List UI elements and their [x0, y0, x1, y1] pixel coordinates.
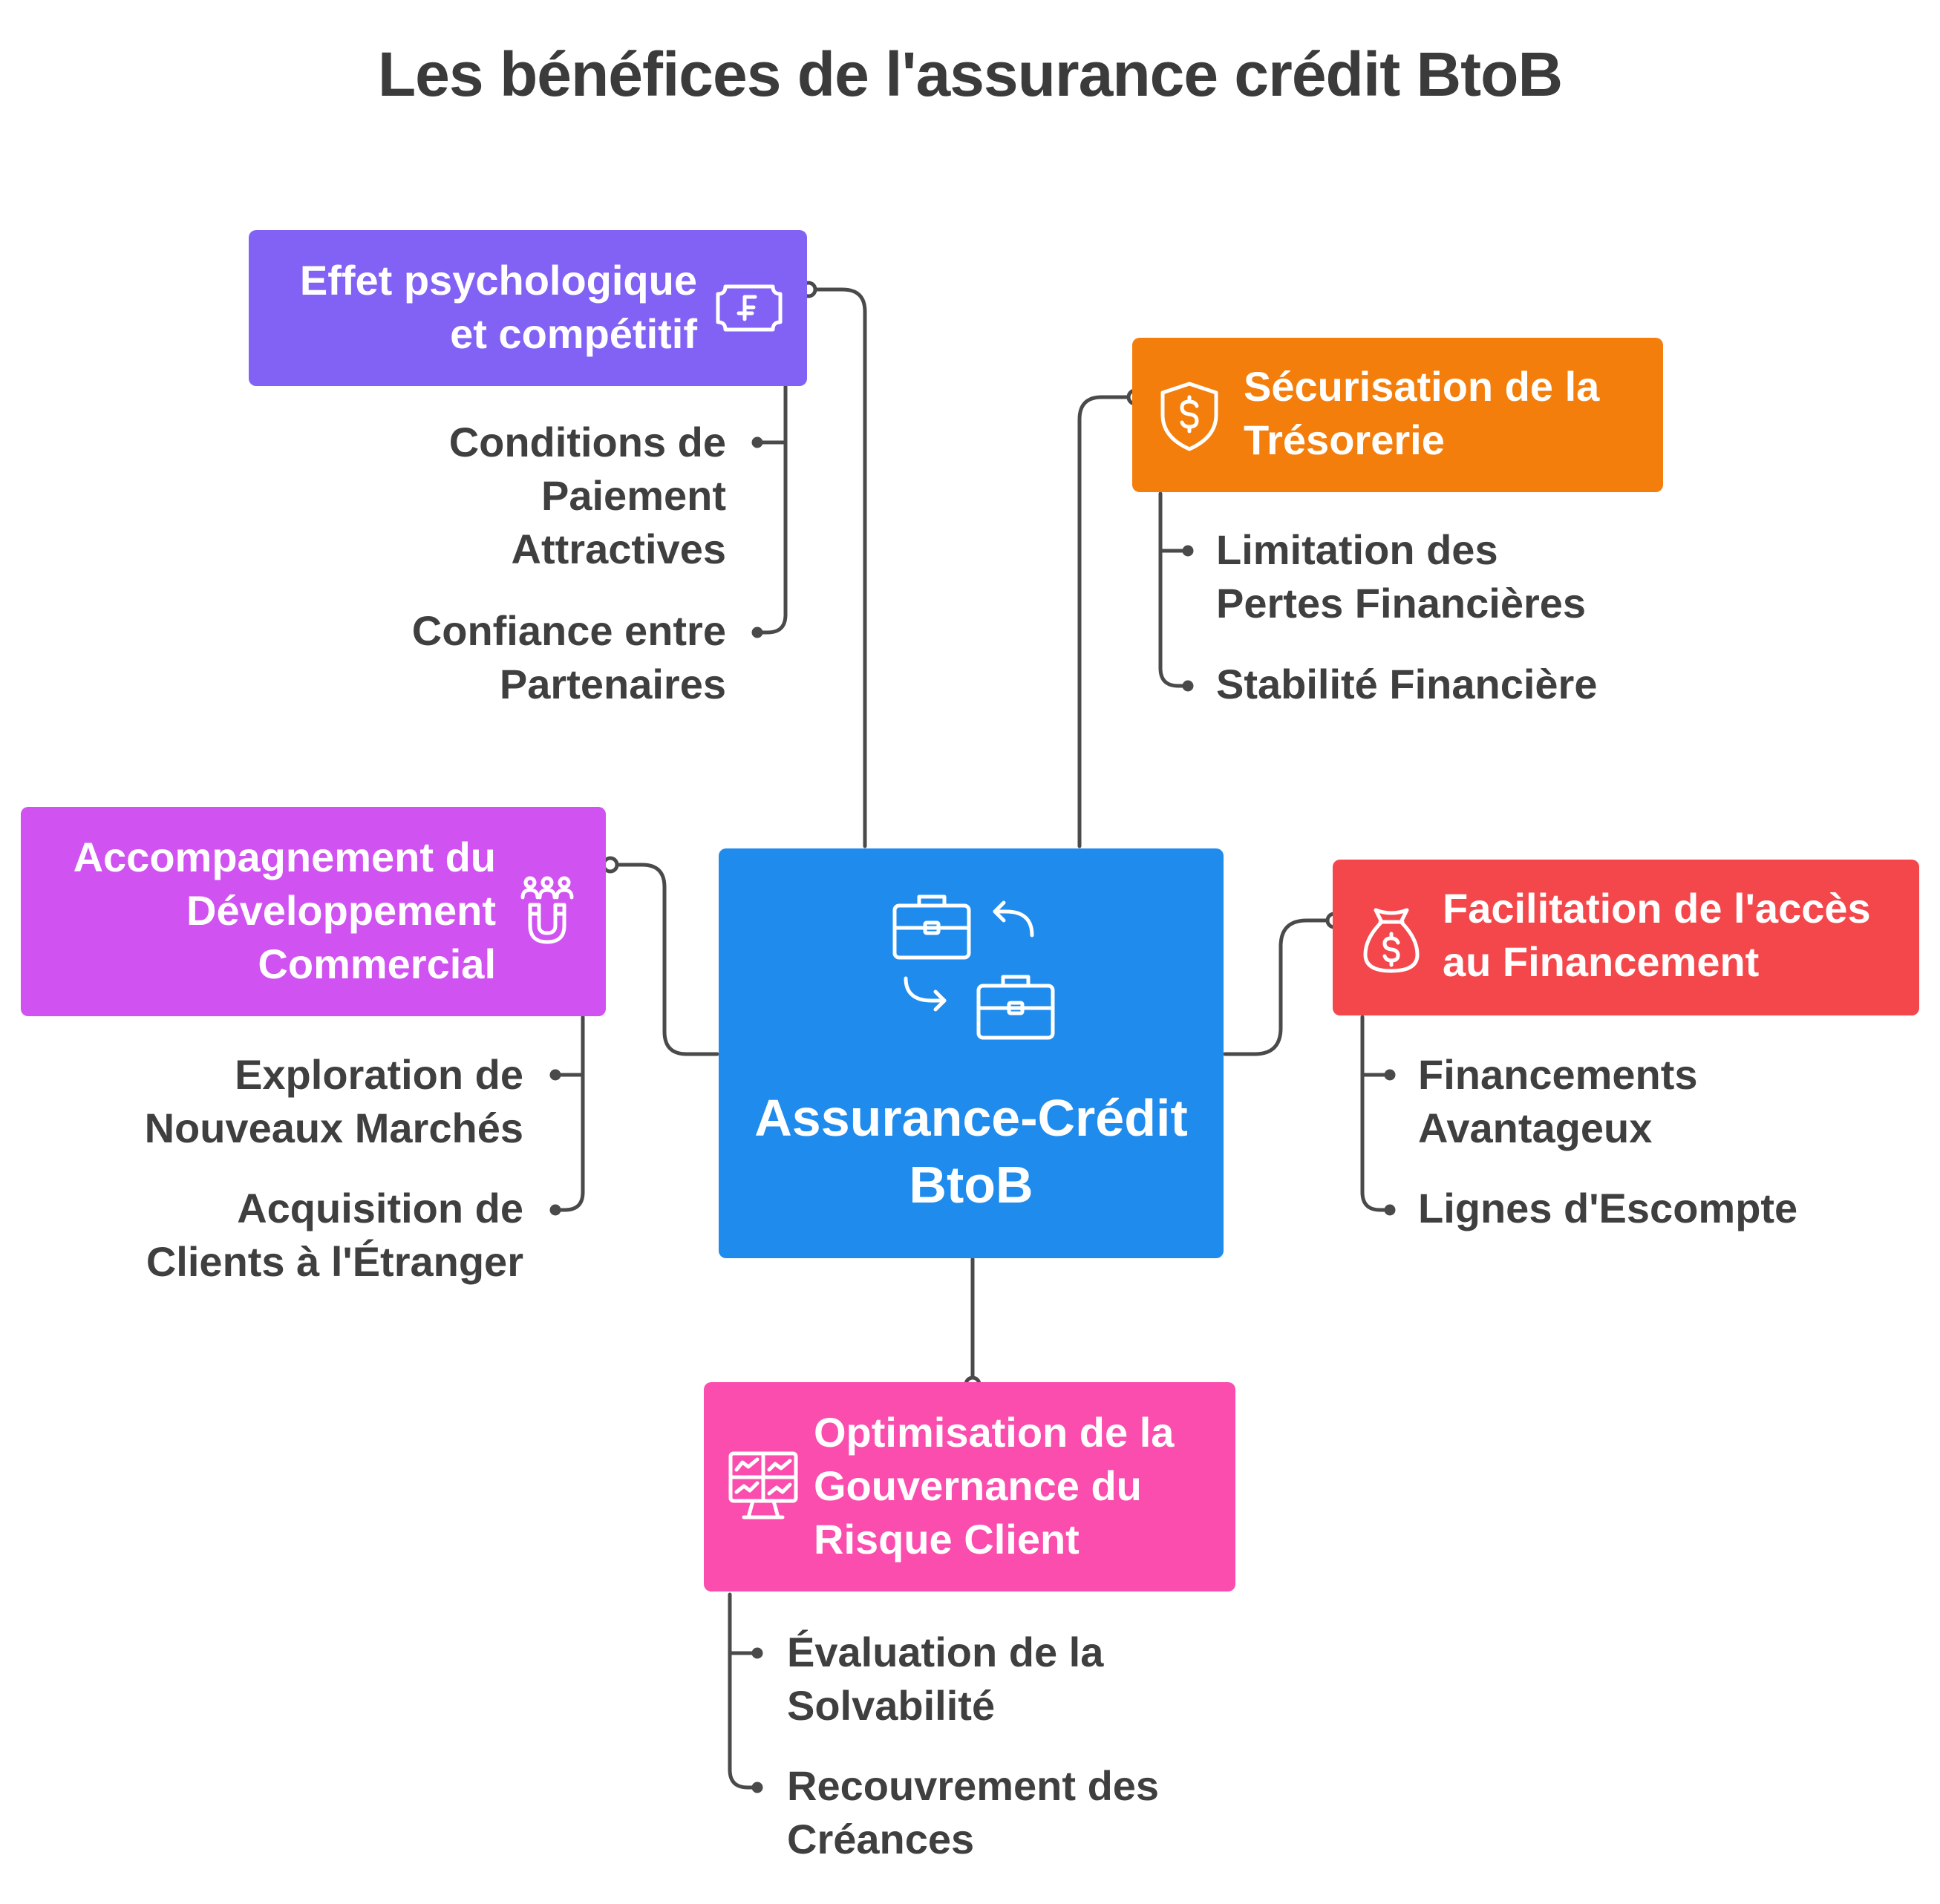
- branch-psychologique: Effet psychologique et compétitif: [249, 230, 807, 386]
- magnet-people-icon: [520, 876, 574, 944]
- currency-ticket-icon: [716, 284, 783, 332]
- connector-hub-tresorerie: [1077, 395, 1132, 848]
- leaf-conditions-line3: Attractives: [511, 526, 726, 572]
- leaf-bracket-developpement: [553, 1015, 585, 1212]
- branch-financement: Facilitation de l'accès au Financement: [1333, 860, 1919, 1015]
- hub-title-line2: BtoB: [909, 1156, 1033, 1214]
- connector-hub-psychologique: [811, 287, 867, 848]
- leaf-acquisition-line2: Clients à l'Étranger: [146, 1238, 523, 1285]
- branch-gouvernance: Optimisation de la Gouvernance du Risque…: [704, 1382, 1235, 1591]
- branch-financement-title-line1: Facilitation de l'accès: [1443, 885, 1871, 932]
- leaf-exploration-line2: Nouveaux Marchés: [144, 1105, 523, 1151]
- leaf-stabilite-line1: Stabilité Financière: [1216, 661, 1598, 707]
- branch-gouvernance-title-line3: Risque Client: [814, 1516, 1080, 1563]
- branch-psychologique-title-line2: et compétitif: [450, 310, 697, 357]
- leaf-limitation-line1: Limitation des: [1216, 526, 1498, 573]
- branch-gouvernance-title-line1: Optimisation de la: [814, 1409, 1175, 1456]
- page-title: Les bénéfices de l'assurance crédit BtoB: [377, 39, 1563, 109]
- shield-dollar-icon: [1160, 382, 1218, 451]
- leaf-limitation-line2: Pertes Financières: [1216, 580, 1587, 627]
- hub-node: Assurance-Crédit BtoB: [719, 848, 1224, 1258]
- leaf-confiance-line1: Confiance entre: [411, 607, 726, 654]
- leaf-acquisition-line1: Acquisition de: [237, 1185, 523, 1231]
- leaf-conditions-line2: Paiement: [541, 472, 726, 519]
- branch-financement-title-line2: au Financement: [1443, 938, 1760, 985]
- branch-developpement-title-line2: Développement: [186, 887, 496, 934]
- leaf-recouvrement-line2: Créances: [787, 1816, 975, 1862]
- hub-title-line1: Assurance-Crédit: [754, 1089, 1188, 1147]
- dashboard-monitor-icon: [728, 1451, 798, 1519]
- branch-tresorerie-title-line1: Sécurisation de la: [1244, 363, 1600, 410]
- briefcase-exchange-icon: [892, 894, 1055, 1040]
- branch-developpement-title-line1: Accompagnement du: [73, 834, 496, 880]
- leaf-evaluation-line2: Solvabilité: [787, 1682, 996, 1729]
- connector-hub-developpement: [614, 863, 719, 1056]
- connector-hub-financement: [1223, 918, 1331, 1056]
- leaf-bracket-gouvernance: [728, 1592, 760, 1790]
- leaf-bracket-financement: [1360, 1015, 1392, 1212]
- branch-tresorerie: Sécurisation de la Trésorerie: [1132, 338, 1663, 492]
- branch-psychologique-title-line1: Effet psychologique: [299, 257, 697, 304]
- leaf-evaluation-line1: Évaluation de la: [787, 1629, 1104, 1675]
- leaf-financements-line1: Financements: [1418, 1051, 1698, 1098]
- money-bag-icon: [1363, 908, 1420, 973]
- leaf-financements-line2: Avantageux: [1418, 1105, 1653, 1151]
- branch-developpement: Accompagnement du Développement Commerci…: [21, 807, 606, 1016]
- leaf-conditions-line1: Conditions de: [448, 419, 726, 465]
- leaf-exploration-line1: Exploration de: [235, 1051, 523, 1098]
- leaf-confiance-line2: Partenaires: [499, 661, 726, 707]
- leaf-bracket-psychologique: [755, 384, 788, 635]
- branch-tresorerie-title-line2: Trésorerie: [1244, 416, 1445, 463]
- leaf-bracket-tresorerie: [1158, 491, 1190, 688]
- leaf-escompte-line1: Lignes d'Escompte: [1418, 1185, 1798, 1231]
- branch-developpement-title-line3: Commercial: [258, 940, 496, 987]
- leaf-recouvrement-line1: Recouvrement des: [787, 1762, 1160, 1809]
- branch-gouvernance-title-line2: Gouvernance du: [814, 1462, 1142, 1509]
